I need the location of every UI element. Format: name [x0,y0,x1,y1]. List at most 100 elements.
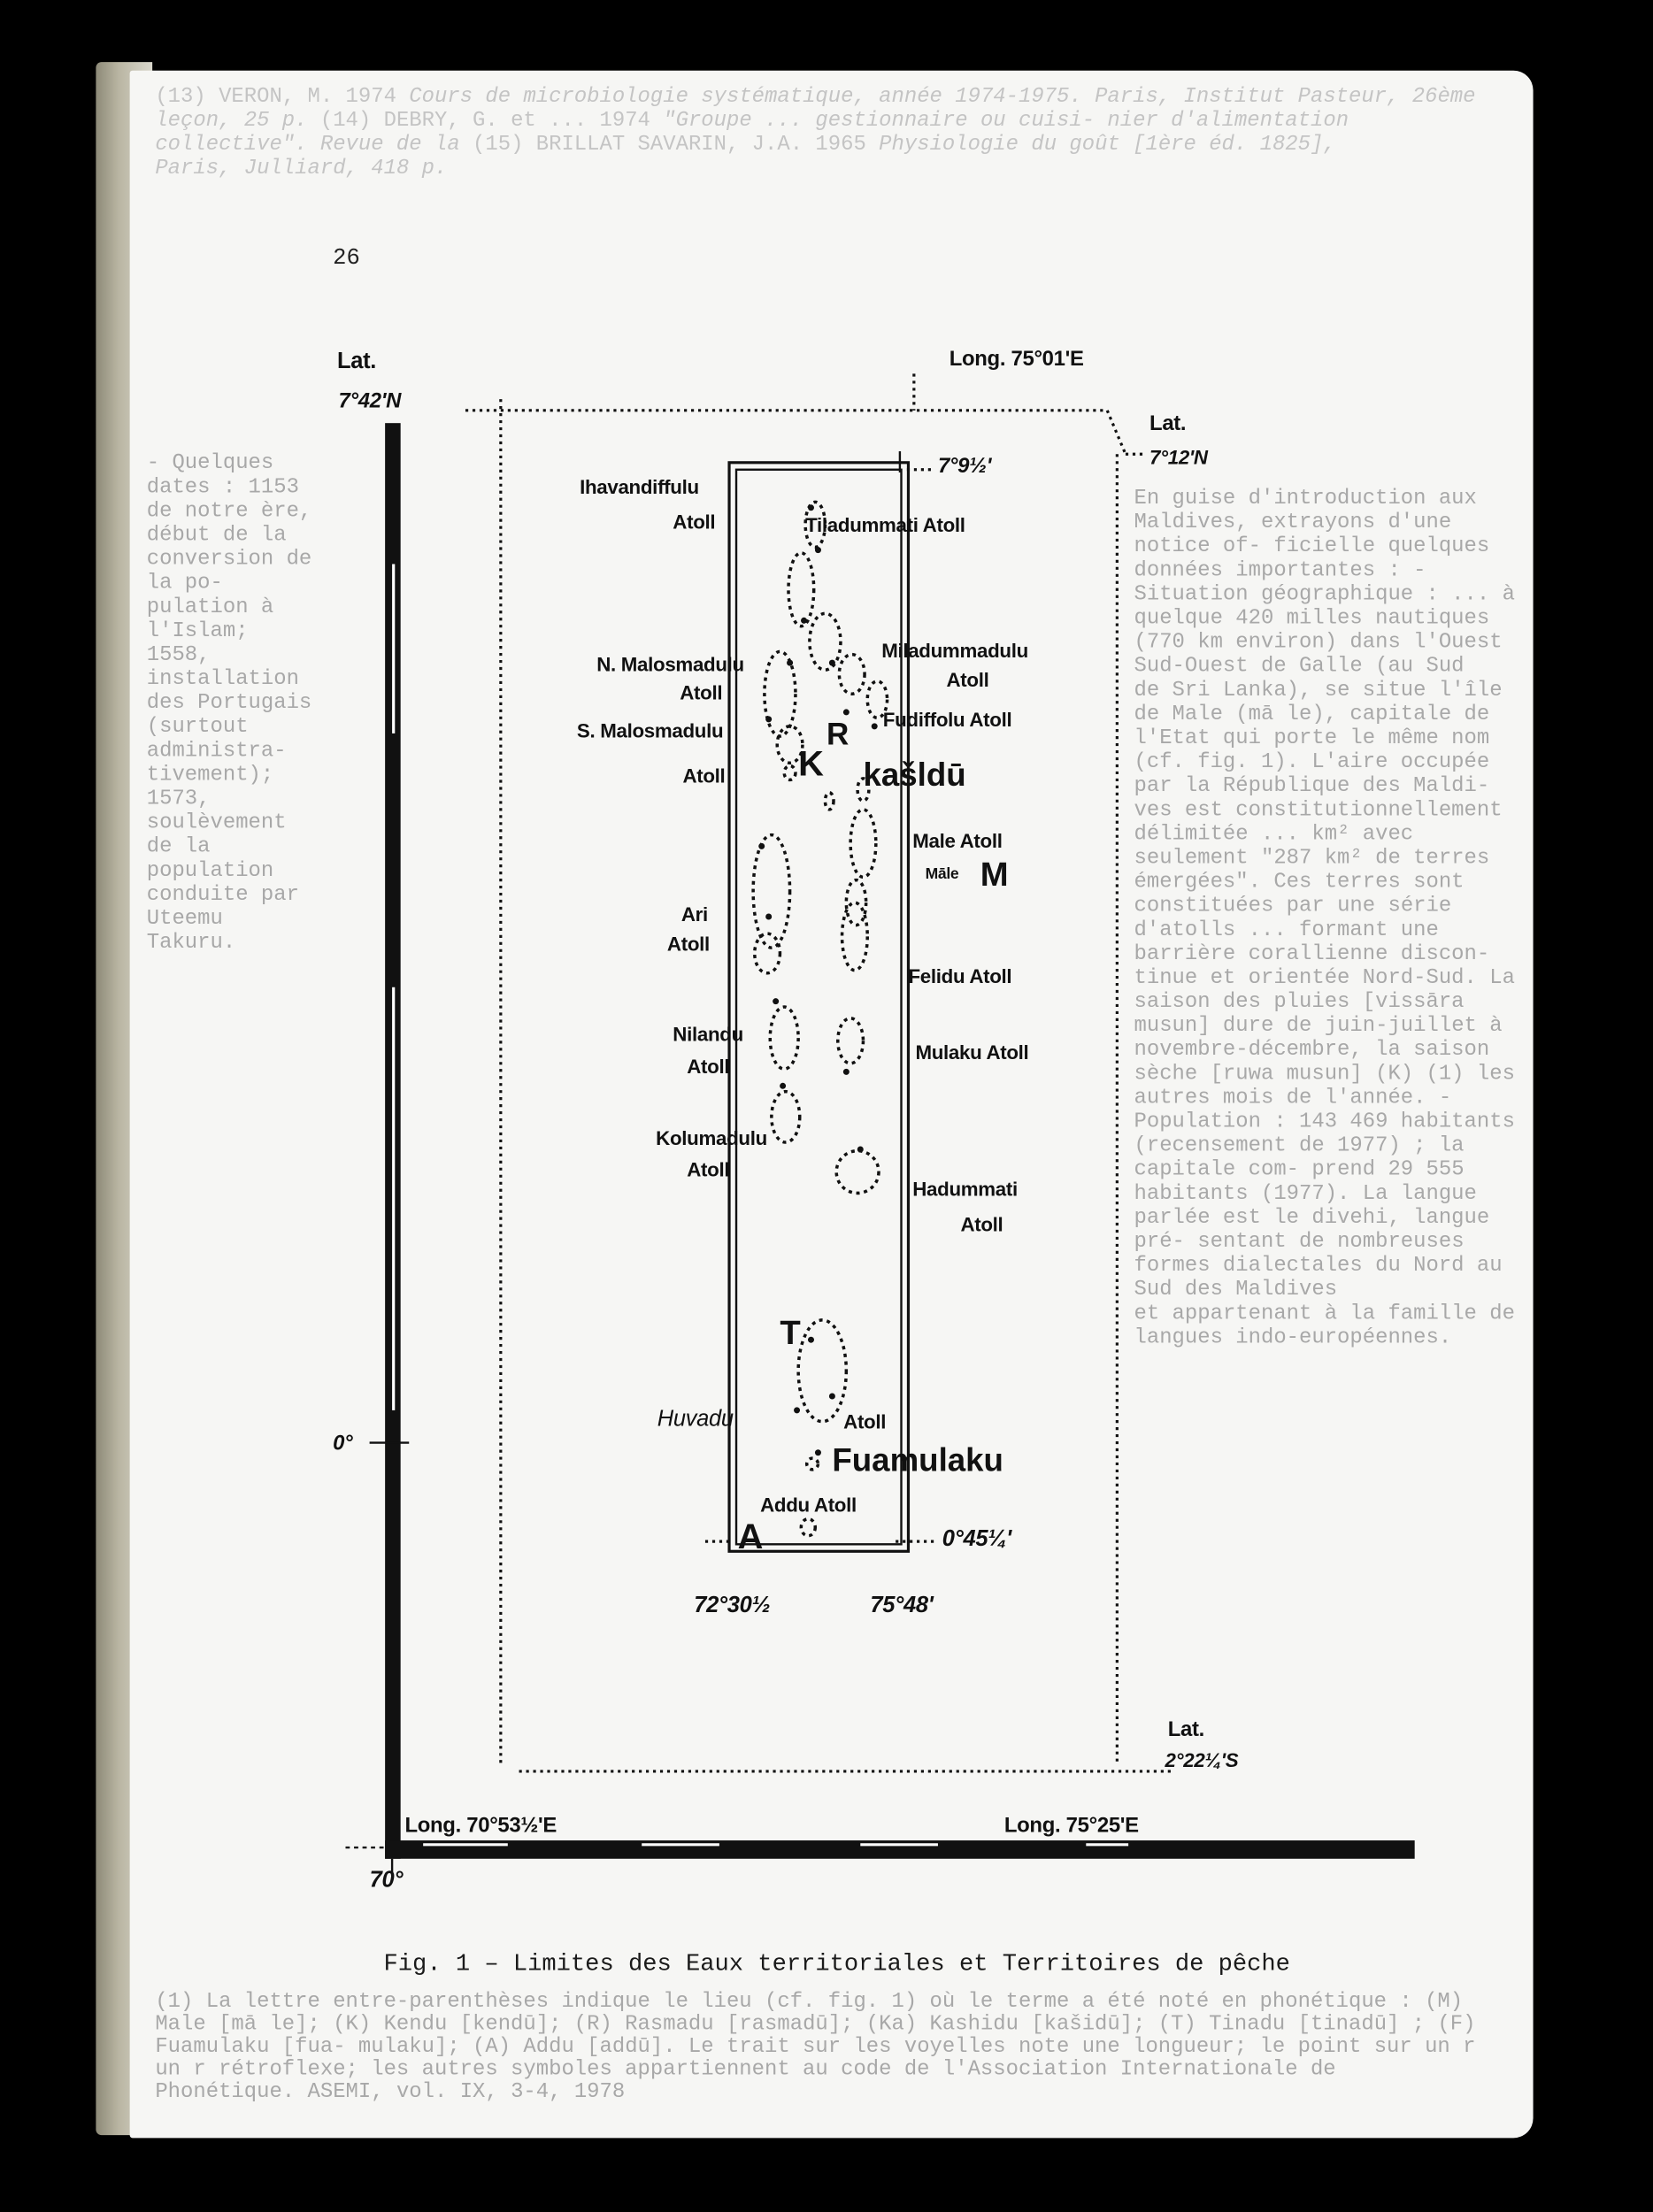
place-r: R [826,716,850,752]
atoll-kolumadulu-suffix: Atoll [687,1157,730,1181]
atoll-ihavandiffulu: Ihavandiffulu [580,475,699,498]
show-through-line: nier d'alimentation collective". Revue d… [155,108,1349,157]
show-through-line: juin-juillet à novembre-décembre, la sai… [1134,1014,1503,1087]
show-through-footnote: (1) La lettre entre-parenthèses indique … [155,1989,1509,2105]
show-through-line: point sur un r un r rétroflexe; les autr… [155,2034,1476,2082]
atoll-shape [763,649,797,738]
zero-lat-label: 0° [333,1431,353,1455]
show-through-line: ficielle quelques données importantes : [1134,534,1490,583]
island-dot [842,1068,850,1075]
show-through-line: porte le même nom (cf. fig. 1). L'aire o… [1134,726,1490,799]
island-dot [807,504,814,511]
inner-right-long: 75°48' [870,1594,934,1618]
island-dot [828,1393,835,1400]
island-dot [807,1336,814,1343]
atoll-addu: Addu Atoll [760,1493,857,1517]
atoll-ihavandiffulu-suffix: Atoll [673,510,716,534]
place-a: A [737,1517,764,1557]
atoll-n-malosmadulu-suffix: Atoll [680,680,723,704]
show-through-line: tinue et orientée Nord-Sud. La saison de… [1134,965,1515,1039]
inner-left-long: 72°30½ [694,1594,771,1618]
island-dot [758,842,765,849]
atoll-mulaku: Mulaku Atoll [915,1041,1029,1064]
show-through-line: 1965 [815,132,866,157]
show-through-line: de l'Association Internationale de Phoné… [155,2057,1336,2105]
atoll-hadummati: Hadummati [912,1177,1018,1201]
atoll-shape [799,1517,818,1538]
atoll-shape [775,725,804,765]
show-through-line: prend 29 555 habitants (1977). La langue… [1134,1157,1490,1254]
inner-bottom-lat: 0°45¼' [942,1527,1011,1552]
inner-boundary-outer [727,461,911,1553]
atoll-male: Male Atoll [912,829,1003,852]
show-through-line: pulation à l'Islam; 1558, installation d… [146,595,312,764]
lat-top-value: 7°42'N [338,388,402,414]
atoll-shape [849,808,878,879]
atoll-shape [782,764,797,782]
island-dot [828,659,835,666]
atoll-shape [808,611,842,672]
show-through-line: En guise d'introduction aux Maldives, ex… [1134,486,1477,559]
show-through-line: sentant de nombreuses formes dialectales… [1134,1229,1503,1326]
atoll-shape [865,680,889,720]
island-dot [857,1146,864,1153]
show-through-line: nautiques (770 km environ) dans l'Ouest … [1134,606,1503,703]
atoll-nilandu: Nilandu [673,1022,743,1046]
atoll-ari-suffix: Atoll [666,932,710,956]
atoll-shape [752,932,782,975]
show-through-line: tivement); 1573, soulèvement de la popul… [146,763,299,956]
atoll-shape [856,777,871,803]
show-through-line: - Population : 143 469 habitants (recens… [1134,1086,1515,1182]
show-through-line: - Quelques dates : 1153 de notre ère, dé… [146,451,312,595]
show-through-line: Julliard, 418 p. [243,156,448,181]
atoll-miladummadulu-suffix: Atoll [946,668,989,692]
island-dot [871,723,878,730]
atoll-nilandu-suffix: Atoll [687,1055,730,1078]
show-through-line: 1974-1975. Paris, Institut Pasteur, 26èm… [155,84,1476,133]
atoll-shape [804,1456,820,1471]
show-through-line: ASEMI, vol. IX, 3-4, 1978 [307,2080,626,2105]
atoll-shape [803,500,827,549]
island-dot [842,709,850,716]
atoll-shape [823,791,835,811]
atoll-hadummati-suffix: Atoll [960,1212,1003,1236]
long-bottom-right: Long. 75°25'E [1003,1813,1139,1838]
atoll-miladummadulu: Miladummadulu [881,639,1028,662]
lat-bottom-label: Lat. [1167,1717,1205,1742]
show-through-body: En guise d'introduction aux Maldives, ex… [1134,487,1520,1349]
show-through-line: [rasmadū]; (Ka) Kashidu [kašidū]; (T) Ti… [155,2012,1476,2060]
origin-label: 70° [369,1868,404,1893]
page-number: 26 [333,245,360,272]
place-k: K [798,744,824,785]
long-top-label: Long. 75°01'E [949,347,1084,372]
show-through-line: a été noté en phonétique : (M) Male [mā … [155,1989,1464,2037]
show-through-line: "Groupe ... gestionnaire ou cuisi- [663,108,1096,133]
show-through-line: (1) La lettre entre-parenthèses indique … [155,1989,1070,2015]
island-dot [765,913,773,920]
place-male-small: Māle [925,865,959,883]
show-through-dates: - Quelques dates : 1153 de notre ère, dé… [147,451,322,955]
show-through-line: appartenant à la famille de langues indo… [1134,1302,1515,1350]
island-dot [765,716,773,723]
atoll-huvadu-suffix: Atoll [843,1409,887,1433]
show-through-line: les autres mois de l'année. [1134,1062,1515,1110]
atoll-shape [770,1089,802,1144]
atoll-tiladummati: Tiladummati Atoll [805,513,965,536]
show-through-line: - Situation géographique : ... à quelque… [1134,558,1515,631]
show-through-line: 1974 [345,84,396,109]
atoll-s-malosmadulu: S. Malosmadulu [576,718,724,742]
show-through-line: (14) DEBRY, G. et ... [319,108,588,133]
atoll-shape [834,1148,880,1195]
long-bottom-left: Long. 70°53½'E [404,1813,557,1838]
show-through-line: (13) VERON, M. [155,84,334,109]
show-through-line: ves est constitutionnellement délimitée … [1134,798,1503,871]
atoll-fudiffolu: Fudiffolu Atoll [882,708,1012,731]
show-through-line: "287 km² de terres émergées". Ces terres… [1134,846,1490,918]
island-dot [787,659,794,666]
atoll-shape [768,1005,800,1071]
place-kasidu: kašldū [863,756,966,793]
lat-bottom-value: 2°22¼'S [1165,1748,1239,1771]
island-dot [773,998,780,1005]
